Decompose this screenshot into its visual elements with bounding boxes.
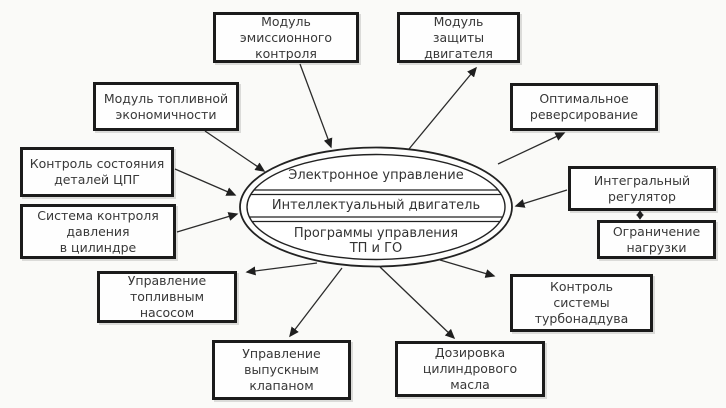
node-optimal-reversing: Оптимальное реверсирование	[510, 83, 658, 131]
node-label: Управление выпускным клапаном	[242, 346, 321, 393]
node-engine-protection-module: Модуль защиты двигателя	[397, 12, 520, 63]
connector-integral-to-center	[514, 189, 568, 208]
node-label: Модуль защиты двигателя	[424, 13, 493, 61]
node-label: Модуль топливной экономичности	[103, 90, 229, 122]
connector-fuel-economy-to-center	[204, 130, 266, 172]
connector-center-to-fuel-pump	[245, 262, 318, 276]
connector-center-to-exhaust-valve	[289, 267, 343, 338]
connector-center-to-reversing	[497, 132, 566, 165]
connectors-into-center	[174, 63, 568, 233]
connector-center-to-protection	[408, 66, 477, 150]
node-label: Оптимальное реверсирование	[529, 91, 639, 122]
node-cpg-parts-condition: Контроль состояния деталей ЦПГ	[20, 147, 174, 197]
connector-emission-to-center	[299, 63, 333, 149]
center-label-control-programs: Программы управления	[293, 226, 459, 241]
connector-center-to-turbo	[439, 259, 496, 278]
connector-cpg-to-center	[174, 168, 237, 196]
node-integral-regulator: Интегральный регулятор	[568, 166, 716, 211]
node-load-limit: Ограничение нагрузки	[597, 220, 716, 259]
node-cylinder-oil-dosing: Дозировка цилиндрового масла	[395, 341, 545, 397]
node-emission-control-module: Модуль эмиссионного контроля	[213, 12, 359, 63]
center-label-intelligent-engine: Интеллектуальный двигатель	[271, 198, 481, 213]
connector-pressure-to-center	[176, 212, 239, 233]
center-label-electronic-control: Электронное управление	[288, 168, 464, 183]
connector-center-to-oil-dosing	[379, 266, 456, 340]
node-label: Дозировка цилиндрового масла	[422, 345, 518, 392]
center-separators	[247, 189, 505, 223]
node-exhaust-valve-control: Управление выпускным клапаном	[212, 340, 351, 400]
connector-integral-to-load-limit	[636, 210, 644, 220]
node-label: Система контроля давления в цилиндре	[37, 207, 159, 255]
node-label: Ограничение нагрузки	[612, 223, 701, 255]
node-fuel-pump-control: Управление топливным насосом	[97, 271, 237, 323]
node-label: Интегральный регулятор	[593, 172, 691, 204]
node-label: Модуль эмиссионного контроля	[239, 13, 333, 61]
center-label-tp-go: ТП и ГО	[349, 241, 403, 256]
connectors-out-of-center	[245, 66, 566, 340]
center-ellipse-inner	[246, 153, 506, 261]
node-fuel-economy-module: Модуль топливной экономичности	[93, 82, 239, 131]
node-label: Управление топливным насосом	[127, 273, 207, 320]
node-label: Контроль состояния деталей ЦПГ	[29, 156, 165, 187]
node-cylinder-pressure-system: Система контроля давления в цилиндре	[20, 204, 176, 259]
node-label: Контроль системы турбонаддува	[534, 279, 629, 326]
node-turbo-system-control: Контроль системы турбонаддува	[510, 274, 653, 332]
